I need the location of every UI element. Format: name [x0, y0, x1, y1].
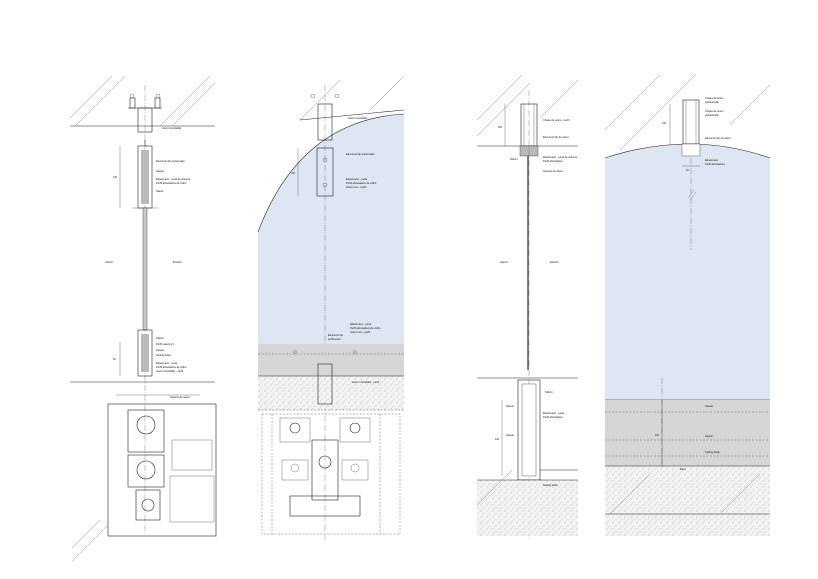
annotation: Elastomero - junta	[346, 177, 368, 181]
concrete-fill	[258, 376, 404, 410]
annotation: Base	[680, 467, 686, 471]
annotation: Elastomero - junta	[543, 411, 565, 415]
dim-label: 40	[686, 169, 689, 172]
panel-2-base-assembly	[258, 409, 404, 535]
side-label-exterior: Exterior	[173, 260, 182, 264]
annotation: Silicón	[156, 189, 164, 193]
annotation: galvanizado	[705, 100, 719, 104]
panel-1-upper-clamp: 120	[113, 140, 158, 209]
annotation: Elastomero - junta de silicona	[156, 177, 191, 181]
annotation: perfil acero	[328, 337, 341, 341]
side-label-exterior: Exterior	[550, 260, 559, 264]
annotation: Elemento fijo pretensado	[156, 159, 185, 163]
bolt-icon	[155, 93, 161, 99]
panel-3-section-detail: 150 120 Chapa de acero - perfil Elemento…	[476, 74, 579, 540]
annotation: Perfil abrazadera	[705, 162, 725, 166]
annotation: galvanizado	[705, 113, 719, 117]
annotation: Elemento fijo	[328, 333, 344, 337]
panel-1-top-slab	[69, 75, 216, 127]
annotation: Silicón	[510, 157, 518, 161]
annotation: Elastomero - junta	[156, 361, 178, 365]
annotation: Spacer	[156, 169, 164, 173]
annotation: Soporte de acero	[170, 395, 190, 399]
dim-label: 120	[495, 438, 500, 441]
glass-panel	[258, 114, 404, 344]
annotation: Perfil abrazadera de vidrio	[156, 365, 187, 369]
annotation: Perfil abrazadera de vidrio	[346, 181, 377, 185]
annotation: Acero inoxidable - perfil	[156, 369, 184, 373]
dim-label: 120	[113, 176, 118, 179]
panel-3-lower-fixing: 120	[476, 379, 578, 536]
panel-1-section-detail: 120 50 Acero inoxidable El	[69, 75, 217, 562]
annotation: Elemento fijo de acero	[543, 135, 569, 139]
panel-1-base-assembly	[71, 394, 217, 562]
annotation: Spacer	[156, 348, 164, 352]
annotation: Perfil sujecion 1	[156, 342, 175, 346]
gray-band	[258, 344, 404, 376]
concrete-fill	[605, 466, 770, 536]
panel-4-top-fixing: 150 40	[662, 99, 701, 172]
annotation: Spacer	[705, 434, 713, 438]
annotation: Perfil abrazadera	[543, 415, 563, 419]
panel-4-elevation-detail: 150 40 120 Chapa de acero galvanizado Ch…	[604, 73, 771, 536]
annotation: Spacer	[506, 433, 514, 437]
bolt-icon	[129, 93, 135, 99]
annotation: Spacer	[506, 404, 514, 408]
annotation: Elastomero - junta	[350, 322, 372, 326]
dim-label: 150	[498, 126, 503, 129]
annotation: Elemento fijo pretensado	[346, 152, 375, 156]
annotation: Perfil abrazadera de vidrio	[156, 181, 187, 185]
dim-label: 120	[291, 172, 296, 175]
panel-3-top-fixing: 150	[498, 103, 539, 157]
dim-label: 120	[655, 434, 660, 437]
annotation: Elastomero - junta de silicona	[543, 155, 578, 159]
annotation: Setting block	[705, 450, 721, 454]
side-label-interior: Interior	[105, 260, 113, 264]
annotation: Acero inoxidable	[162, 126, 182, 130]
annotation: Acero inoxidable	[348, 116, 368, 120]
annotation: Silicón	[156, 336, 164, 340]
panel-1-lower-clamp: 50	[113, 329, 153, 377]
annotation: Acero inoxidable - perfil	[352, 380, 380, 384]
bolt-icon	[334, 93, 340, 99]
annotation: Acero inox - perfil	[350, 330, 371, 334]
annotation: Perfil abrazadera de vidrio	[350, 326, 381, 330]
bolt-icon	[310, 93, 316, 99]
side-label-interior: Interior	[500, 260, 508, 264]
annotation: Chapa de acero - perfil	[543, 118, 570, 122]
annotation: Chapa de acero	[705, 96, 724, 100]
gray-band	[605, 400, 770, 466]
annotation: Elastomero	[705, 158, 719, 162]
annotation: Chapa de acero	[705, 109, 724, 113]
glass-fin	[142, 207, 148, 331]
dim-label: 150	[662, 122, 667, 125]
annotation: Silicón	[545, 390, 553, 394]
annotation: Elemento fijo de acero	[705, 136, 731, 140]
annotation: Setting block	[156, 353, 172, 357]
annotation: Perfil abrazadera	[543, 159, 563, 163]
annotation: Setting block	[543, 483, 559, 487]
dim-label: 50	[113, 358, 116, 361]
annotation: Acero inox - perfil	[346, 185, 367, 189]
annotation: Soporte de acero	[543, 169, 563, 173]
panel-2-elevation-detail: 120 Acero inoxidable E	[257, 75, 405, 540]
glass-panel	[605, 144, 770, 400]
annotation: Spacer	[705, 404, 713, 408]
